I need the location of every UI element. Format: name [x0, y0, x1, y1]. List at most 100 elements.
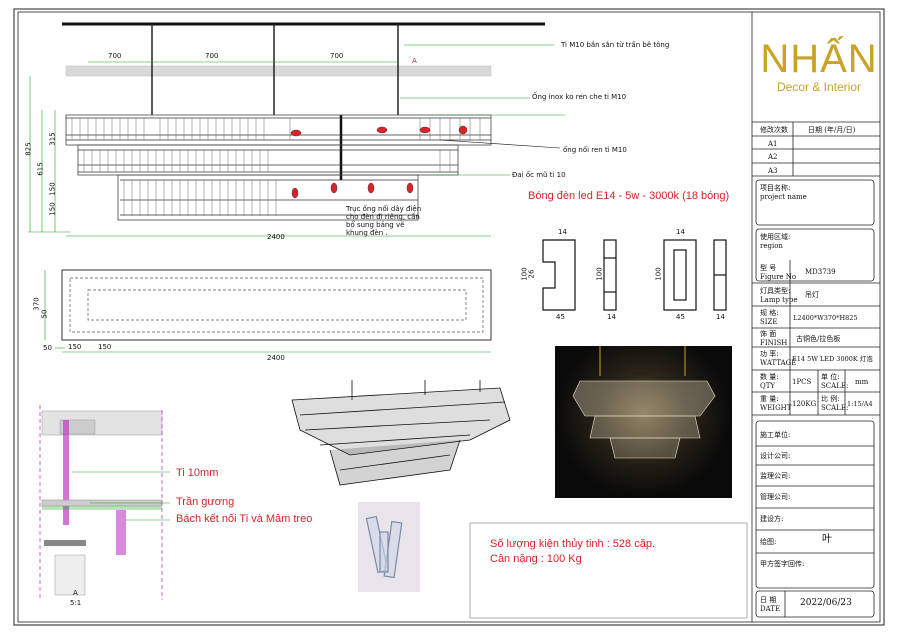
- dim-top-700a: 700: [205, 52, 219, 60]
- scale-label-en: SCALE:: [821, 404, 849, 412]
- section-label: A: [73, 589, 78, 597]
- rev-row-3: A3: [768, 167, 778, 175]
- dim-h-150a: 150: [48, 182, 57, 196]
- iso-view: [291, 380, 511, 486]
- lamp-type-label-en: Lamp type: [760, 296, 798, 304]
- dim-p1-45: 45: [556, 313, 565, 321]
- date-value: 2022/06/23: [800, 598, 852, 608]
- size-value: L2400*W370*H825: [793, 314, 858, 322]
- model-value: MD3739: [805, 268, 836, 276]
- brand-name: NHẤN: [760, 37, 878, 81]
- note-rod-10mm: Ti 10mm: [176, 467, 219, 479]
- wattage-value: E14 5W LED 3000K 灯泡: [792, 355, 873, 363]
- dim-h-615: 615: [36, 162, 45, 176]
- inner-frame: [17, 11, 881, 623]
- dim-plan-150b: 150: [98, 343, 112, 351]
- note-bracket: Bách kết nối Ti và Mâm treo: [176, 513, 313, 525]
- weight-label-cn: 重 量:: [760, 395, 779, 403]
- section-scale: 5:1: [70, 599, 82, 607]
- unit-label-cn: 单 位:: [821, 373, 840, 381]
- dim-top-700c: 700: [108, 52, 122, 60]
- weight-value: 120KG: [792, 400, 817, 408]
- date-label-en: DATE: [760, 605, 781, 613]
- qty-label-cn: 数 量:: [760, 373, 779, 381]
- dim-h-315: 315: [48, 132, 57, 146]
- rev-row-2: A2: [768, 153, 778, 161]
- signoff-client: 甲方签字回传:: [760, 560, 805, 568]
- note-weight: Cân nặng : 100 Kg: [490, 553, 582, 565]
- note-inox-tube: Ống inox ko ren che ti M10: [532, 93, 627, 101]
- chandelier-photo: [555, 346, 732, 498]
- rev-header-no: 修改次数: [760, 126, 788, 134]
- dim-p3-14: 14: [676, 228, 685, 236]
- dim-p2-14: 14: [607, 313, 616, 321]
- scale-value: 1:15/A4: [847, 400, 873, 408]
- dim-p1-14: 14: [558, 228, 567, 236]
- note-bulbs: Bóng đèn led E14 - 5w - 3000k (18 bóng): [528, 190, 730, 202]
- size-label-en: SIZE: [760, 318, 778, 326]
- unit-label-en: SCALE:: [821, 382, 849, 390]
- section-detail: [39, 405, 170, 600]
- rev-row-1: A1: [768, 140, 778, 148]
- project-label-en: project name: [760, 193, 807, 201]
- notes-box: [469, 522, 748, 619]
- section-mark: A: [412, 57, 417, 65]
- signoff-management: 管理公司:: [760, 493, 791, 501]
- crystal-profiles: [542, 239, 727, 311]
- scale-label-cn: 比 例:: [821, 395, 840, 403]
- qty-value: 1PCS: [792, 378, 812, 386]
- note-cap-nut: Đai ốc mũ ti 10: [512, 171, 566, 179]
- crystal-sample-photo: [358, 502, 420, 592]
- finish-label-cn: 饰 面: [760, 330, 777, 338]
- model-label-en: Figure No: [760, 273, 797, 281]
- signoff-drawn-value: 叶: [822, 534, 832, 545]
- dim-p4-14: 14: [716, 313, 725, 321]
- project-label-cn: 项目名称:: [760, 184, 791, 192]
- region-label-cn: 使用区域:: [760, 233, 791, 241]
- unit-value: mm: [855, 378, 869, 386]
- elevation-view: [28, 22, 565, 237]
- plan-view: [44, 269, 492, 353]
- brand-logo: NHẤN Decor & Interior: [760, 38, 878, 94]
- note-wire-tube: Trục ống nối dây điện cho đèn đi riêng, …: [346, 205, 422, 237]
- note-glass-count: Số lượng kiện thủy tinh : 528 cặp.: [490, 538, 656, 550]
- note-rod-ceiling: Ti M10 bắn sắn từ trần bê tông: [561, 41, 670, 49]
- dim-p3-45: 45: [676, 313, 685, 321]
- finish-label-en: FINISH: [760, 339, 788, 347]
- lamp-type-label-cn: 灯具类型:: [760, 287, 791, 295]
- signoff-design: 设计公司:: [760, 452, 791, 460]
- outer-frame: [13, 8, 885, 626]
- wattage-label-en: WATTAGE: [760, 359, 797, 367]
- dim-h-825: 825: [24, 142, 33, 156]
- size-label-cn: 规 格:: [760, 309, 779, 317]
- brand-tagline: Decor & Interior: [776, 80, 862, 94]
- dim-h-150b: 150: [48, 202, 57, 216]
- signoff-drawn-label: 绘图:: [760, 538, 777, 546]
- signoff-builder: 建设方:: [760, 515, 784, 523]
- region-label-en: region: [760, 242, 783, 250]
- dim-plan-2400: 2400: [267, 354, 285, 362]
- dim-p2-100: 100: [595, 267, 604, 281]
- dim-plan-50a: 50: [40, 309, 49, 319]
- model-label-cn: 型 号: [760, 264, 777, 272]
- title-block: [751, 12, 880, 622]
- dim-plan-50b: 50: [43, 344, 52, 352]
- lamp-type-value: 吊灯: [805, 291, 819, 299]
- wattage-label-cn: 功 率:: [760, 350, 779, 358]
- rev-header-date: 日期 (年/月/日): [808, 126, 856, 134]
- weight-label-en: WEIGHT: [760, 404, 792, 412]
- dim-p1-26: 26: [527, 269, 536, 279]
- dim-w-2400: 2400: [267, 233, 285, 241]
- finish-value: 古铜色/拉色板: [796, 335, 841, 343]
- note-rod-coupler: ống nối ren ti M10: [563, 146, 627, 154]
- signoff-construction: 施工单位:: [760, 431, 791, 439]
- dim-top-700b: 700: [330, 52, 344, 60]
- note-mirror-ceiling: Trần gương: [176, 496, 235, 508]
- dim-p3-100: 100: [654, 267, 663, 281]
- dim-plan-150a: 150: [68, 343, 82, 351]
- qty-label-en: QTY: [760, 382, 776, 390]
- date-label-cn: 日 期: [760, 596, 777, 604]
- signoff-supervision: 监理公司:: [760, 472, 791, 480]
